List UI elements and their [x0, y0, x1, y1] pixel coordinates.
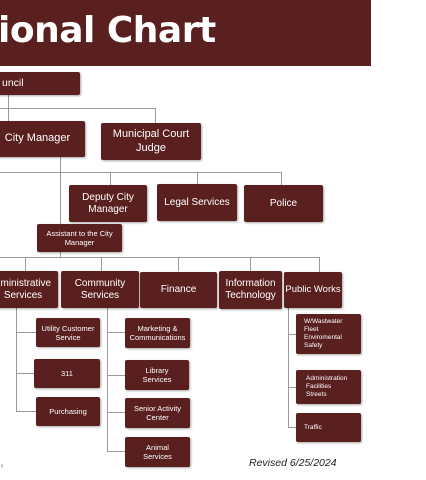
municipal-court-judge-node: Municipal Court Judge — [101, 123, 201, 160]
marketing-communications-node: Marketing & Communications — [125, 318, 190, 348]
administrative-services-node: dministrative Services — [0, 271, 58, 308]
purchasing-node: Purchasing — [36, 397, 100, 426]
finance-label: Finance — [160, 284, 197, 295]
connector-publicworks-trunk — [288, 308, 289, 427]
connector-tier2-horizontal — [60, 172, 282, 173]
connector-publicworks-child-2 — [288, 387, 296, 388]
assistant-to-city-manager-node: Assistant to the City Manager — [37, 224, 122, 252]
connector-community-child-1 — [107, 332, 125, 333]
council-node: uncil — [0, 72, 80, 95]
library-services-label: Library Services — [142, 366, 172, 384]
connector-court-judge-drop — [155, 108, 156, 123]
utility-customer-service-label: Utility Customer Service — [41, 323, 95, 342]
administration-facilities-streets-node: Administration Facilities Streets — [296, 370, 361, 404]
purchasing-label: Purchasing — [49, 407, 87, 416]
w-wastewater-fleet-safety-node: W/Wastwater Fleet Enviromental Safety — [296, 314, 361, 354]
community-services-label: Community Services — [74, 277, 126, 301]
connector-publicworks-child-1 — [288, 334, 296, 335]
connector-council-horizontal — [0, 108, 156, 109]
community-services-node: Community Services — [61, 271, 139, 308]
city-manager-label: City Manager — [4, 132, 71, 145]
connector-legal-drop — [197, 172, 198, 184]
connector-community-child-3 — [107, 412, 125, 413]
assistant-to-city-manager-label: Assistant to the City Manager — [46, 229, 113, 247]
public-works-label: Public Works — [285, 284, 341, 296]
legal-services-label: Legal Services — [164, 196, 230, 208]
revised-date: Revised 6/25/2024 — [249, 457, 337, 469]
administrative-services-label: dministrative Services — [0, 277, 52, 301]
deputy-city-manager-node: Deputy City Manager — [69, 185, 147, 222]
administration-facilities-streets-label: Administration Facilities Streets — [306, 375, 348, 398]
connector-tier3-horizontal — [0, 257, 320, 258]
municipal-court-judge-label: Municipal Court Judge — [112, 128, 190, 154]
node-311: 311 — [34, 359, 100, 388]
connector-it-drop — [250, 257, 251, 271]
connector-city-manager-trunk — [60, 157, 61, 257]
senior-activity-center-label: Senior Activity Center — [133, 404, 182, 422]
connector-city-manager-drop — [8, 108, 9, 121]
connector-community-drop — [101, 257, 102, 271]
connector-deputy-drop — [110, 172, 111, 185]
connector-finance-drop — [178, 257, 179, 271]
police-node: Police — [244, 185, 323, 222]
library-services-node: Library Services — [125, 360, 189, 390]
connector-publicworks-drop — [319, 257, 320, 272]
police-label: Police — [269, 197, 298, 209]
label-311: 311 — [61, 369, 73, 378]
utility-customer-service-node: Utility Customer Service — [36, 318, 100, 347]
w-wastewater-fleet-safety-label: W/Wastwater Fleet Enviromental Safety — [304, 318, 343, 349]
connector-left-offscreen — [0, 172, 60, 173]
marketing-communications-label: Marketing & Communications — [129, 324, 186, 342]
chart-title: ional Chart — [0, 10, 216, 51]
public-works-node: Public Works — [284, 272, 342, 308]
animal-services-label: Animal Services — [143, 443, 172, 461]
traffic-node: Traffic — [296, 413, 361, 442]
connector-community-child-4 — [107, 451, 125, 452]
connector-community-trunk — [107, 308, 108, 451]
traffic-label: Traffic — [304, 423, 322, 431]
deputy-city-manager-label: Deputy City Manager — [82, 191, 134, 215]
connector-community-child-2 — [107, 375, 125, 376]
connector-admin-child-3 — [16, 411, 36, 412]
information-technology-node: Information Technology — [219, 271, 282, 309]
animal-services-node: Animal Services — [125, 437, 190, 467]
finance-node: Finance — [140, 272, 217, 308]
information-technology-label: Information Technology — [225, 278, 276, 301]
connector-police-drop — [281, 172, 282, 185]
connector-assistant-stub — [60, 223, 61, 224]
connector-publicworks-child-3 — [288, 427, 296, 428]
title-banner: ional Chart — [0, 0, 371, 66]
city-manager-node: City Manager — [0, 121, 85, 157]
connector-admin-trunk — [16, 308, 17, 411]
footer-mark: 0 — [1, 463, 4, 468]
connector-admin-drop — [25, 257, 26, 271]
legal-services-node: Legal Services — [157, 184, 237, 221]
connector-council-vertical — [8, 95, 9, 108]
senior-activity-center-node: Senior Activity Center — [125, 398, 190, 428]
connector-admin-child-1 — [16, 332, 36, 333]
connector-admin-child-2 — [16, 373, 36, 374]
council-label: uncil — [2, 77, 24, 90]
